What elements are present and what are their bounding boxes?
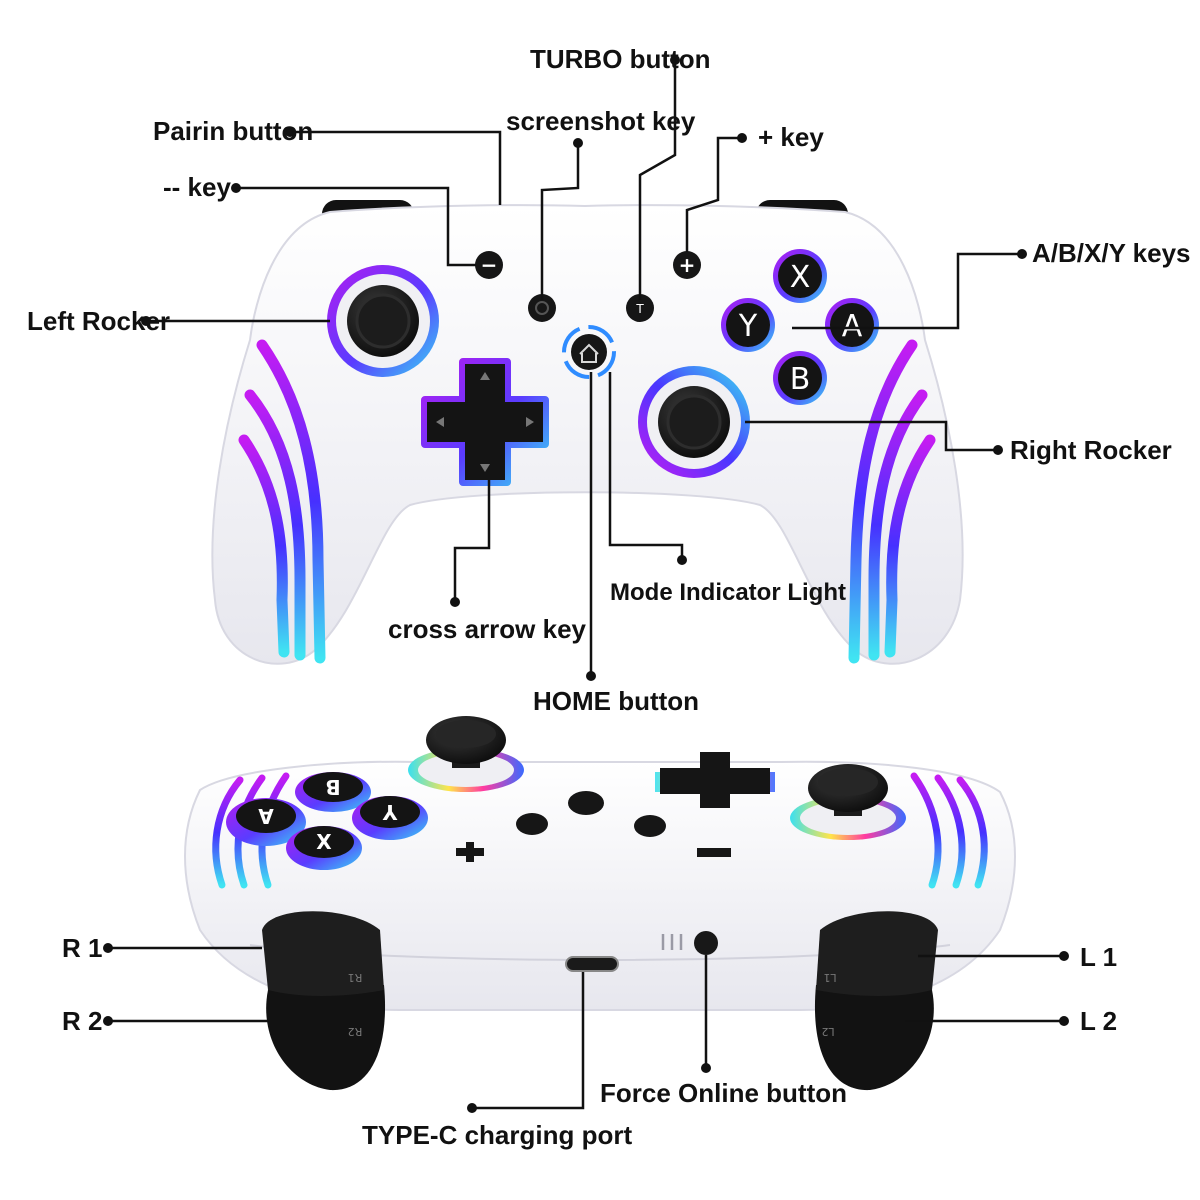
label-mode-light: Mode Indicator Light — [610, 579, 846, 606]
back-dpad — [655, 752, 775, 808]
button-x[interactable]: X — [773, 249, 827, 303]
force-online-button[interactable] — [694, 931, 718, 955]
left-grip-stripes — [238, 339, 326, 664]
l-triggers[interactable]: L1 L2 — [814, 911, 938, 1091]
back-right-stripes — [910, 772, 988, 889]
minus-key-glyph: − — [481, 253, 498, 277]
back-button-a-letter: A — [258, 804, 274, 828]
label-left-rocker: Left Rocker — [27, 306, 170, 336]
label-l1: L 1 — [1080, 942, 1117, 972]
button-a[interactable]: A — [825, 298, 879, 352]
vent-slots — [661, 934, 683, 950]
button-y-letter: Y — [738, 309, 758, 344]
l2-mark: L2 — [821, 1025, 834, 1038]
front-controller: − + T X Y — [211, 200, 964, 665]
home-button[interactable] — [562, 325, 616, 379]
right-rocker[interactable] — [638, 366, 750, 478]
r1-trigger — [262, 911, 384, 996]
label-turbo: TURBO button — [530, 44, 711, 74]
turbo-key[interactable]: T — [626, 294, 654, 322]
back-button-y-letter: Y — [382, 800, 398, 824]
cross-arrow-key[interactable] — [421, 358, 549, 486]
plus-key[interactable]: + — [673, 251, 701, 279]
home-icon — [579, 343, 599, 363]
label-r1: R 1 — [62, 933, 102, 963]
label-pairing: Pairin button — [153, 116, 313, 146]
label-cross-arrow: cross arrow key — [388, 614, 587, 644]
mode-indicator-light — [562, 325, 616, 379]
label-minus-key: -- key — [163, 172, 231, 202]
left-rocker[interactable] — [327, 265, 439, 377]
back-controller: A B Y X R1 R2 L — [184, 716, 1016, 1091]
label-type-c: TYPE-C charging port — [362, 1120, 632, 1150]
back-left-stick — [408, 716, 524, 792]
back-small-buttons — [456, 791, 731, 862]
l1-mark: L1 — [823, 971, 836, 984]
label-abxy: A/B/X/Y keys — [1032, 238, 1191, 268]
label-home: HOME button — [533, 686, 699, 716]
leader-lines — [103, 55, 1069, 1113]
button-b[interactable]: B — [773, 351, 827, 405]
dpad-icon — [427, 364, 543, 480]
right-grip-stripes — [848, 339, 936, 664]
label-right-rocker: Right Rocker — [1010, 435, 1172, 465]
plus-key-glyph: + — [679, 253, 696, 277]
label-r2: R 2 — [62, 1006, 102, 1036]
button-a-letter: A — [842, 309, 863, 344]
turbo-key-glyph: T — [635, 302, 644, 316]
label-l2: L 2 — [1080, 1006, 1117, 1036]
label-force-online: Force Online button — [600, 1078, 847, 1108]
button-x-letter: X — [790, 260, 811, 295]
back-button-x-letter: X — [316, 830, 332, 854]
l1-trigger — [816, 911, 938, 996]
back-right-stick — [790, 764, 906, 840]
callout-labels: TURBO button Pairin button screenshot ke… — [27, 44, 1191, 1150]
l2-trigger — [814, 985, 934, 1091]
button-y[interactable]: Y — [721, 298, 775, 352]
label-screenshot: screenshot key — [506, 106, 696, 136]
type-c-port[interactable] — [565, 956, 619, 972]
screenshot-key[interactable] — [528, 294, 556, 322]
button-b-letter: B — [790, 362, 811, 397]
back-face-buttons: A B Y X — [226, 772, 428, 870]
r1-mark: R1 — [348, 971, 363, 984]
label-plus-key: + key — [758, 122, 824, 152]
r2-trigger — [266, 985, 386, 1091]
r2-mark: R2 — [348, 1025, 363, 1038]
r-triggers[interactable]: R1 R2 — [262, 911, 386, 1091]
screenshot-icon — [535, 301, 549, 315]
minus-key[interactable]: − — [475, 251, 503, 279]
back-button-b-letter: B — [325, 775, 340, 799]
